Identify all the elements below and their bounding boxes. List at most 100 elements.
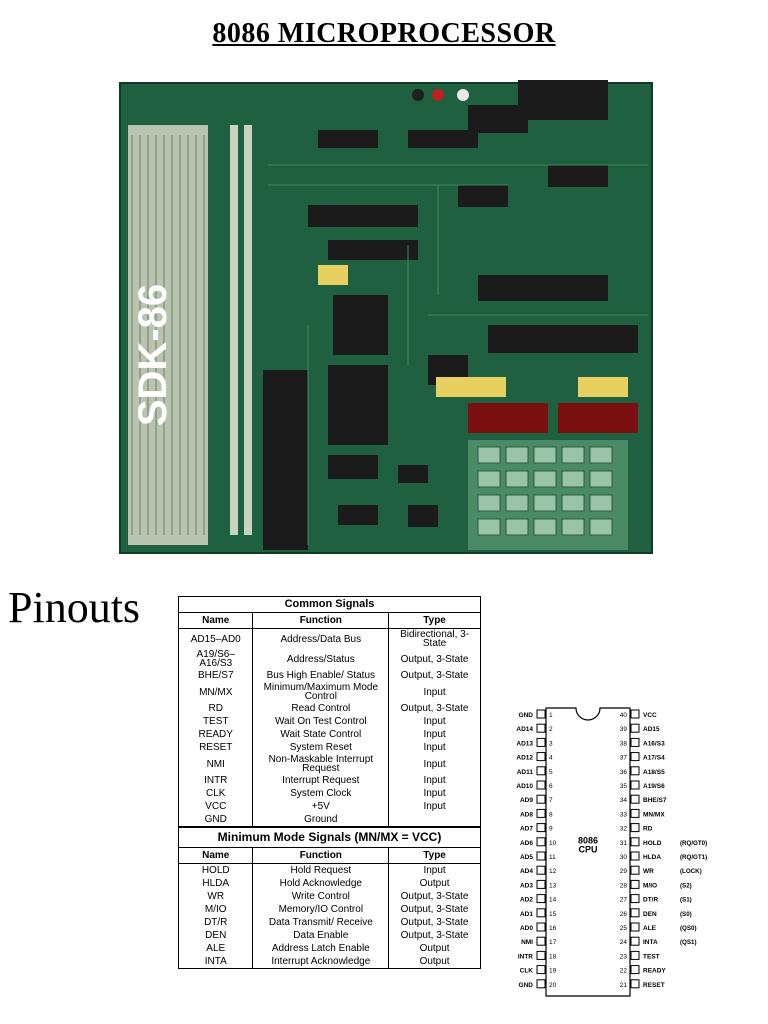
pin-label: HLDA — [643, 854, 661, 861]
pin-number: 17 — [549, 939, 557, 946]
signal-type-cell: Input — [388, 682, 481, 702]
signal-name-cell: BHE/S7 — [177, 669, 254, 682]
pin-label: AD10 — [516, 783, 533, 790]
signal-function-cell: Non-Maskable Interrupt Request — [252, 754, 390, 774]
pin-box — [536, 780, 546, 790]
signal-function-cell: Hold Acknowledge — [252, 877, 390, 890]
signal-name-cell: NMI — [177, 754, 254, 774]
pin-box — [630, 936, 640, 946]
signal-function-cell: Read Control — [252, 702, 390, 715]
signal-name-cell: M/IO — [177, 903, 254, 916]
pin-box — [536, 723, 546, 733]
pin-box — [630, 894, 640, 904]
signal-name-cell: GND — [177, 813, 254, 828]
signal-name-cell: INTA — [177, 955, 254, 969]
signal-function-cell: Data Enable — [252, 929, 390, 942]
signal-type-cell: Input — [388, 715, 481, 728]
signal-function-cell: Ground — [252, 813, 390, 828]
pin-box — [536, 851, 546, 861]
pin-label: NMI — [521, 939, 533, 946]
signal-name-cell: CLK — [177, 787, 254, 800]
signal-type-cell: Output — [388, 942, 481, 955]
pin-box — [630, 865, 640, 875]
signal-name-cell: TEST — [177, 715, 254, 728]
pin-label: MN/MX — [643, 811, 665, 818]
pin-label: AD12 — [516, 755, 533, 762]
pin-box — [630, 965, 640, 975]
pin-box — [630, 823, 640, 833]
pin-label: TEST — [643, 953, 660, 960]
signal-function-cell: Minimum/Maximum Mode Control — [252, 682, 390, 702]
signal-type-cell: Input — [388, 774, 481, 787]
pin-box — [536, 752, 546, 762]
pin-number: 22 — [620, 968, 628, 975]
signal-function-cell: Hold Request — [252, 863, 390, 877]
pin-box — [630, 879, 640, 889]
pin-label: AD13 — [516, 740, 533, 747]
signal-function-cell: Wait On Test Control — [252, 715, 390, 728]
pin-label: BHE/S7 — [643, 797, 667, 804]
pin-label: AD3 — [520, 882, 533, 889]
signal-type-cell: Bidirectional, 3-State — [388, 628, 481, 649]
pin-label: AD0 — [520, 925, 533, 932]
col-header-name: Name — [177, 847, 254, 864]
pin-number: 6 — [549, 783, 553, 790]
pin-label: AD15 — [643, 726, 660, 733]
pin-number: 29 — [620, 868, 628, 875]
col-header-name: Name — [177, 612, 254, 629]
pin-number: 10 — [549, 840, 557, 847]
pin-number: 33 — [620, 811, 628, 818]
pin-box — [536, 979, 546, 989]
pin-number: 28 — [620, 882, 628, 889]
signal-function-cell: Address Latch Enable — [252, 942, 390, 955]
signal-name-cell: WR — [177, 890, 254, 903]
pin-number: 32 — [620, 826, 628, 833]
signal-function-cell: Interrupt Acknowledge — [252, 955, 390, 969]
pin-label: M/IO — [643, 882, 657, 889]
pin-alt-label: (QS0) — [680, 925, 697, 932]
col-header-type: Type — [388, 612, 481, 629]
pin-box — [630, 808, 640, 818]
signal-name-cell: RD — [177, 702, 254, 715]
pin-number: 26 — [620, 911, 628, 918]
signal-name-cell: HLDA — [177, 877, 254, 890]
pin-box — [630, 794, 640, 804]
signal-function-cell: Write Control — [252, 890, 390, 903]
pin-label: AD8 — [520, 811, 533, 818]
pin-number: 13 — [549, 882, 557, 889]
pin-box — [536, 865, 546, 875]
pin-box — [536, 794, 546, 804]
pin-number: 21 — [620, 982, 628, 989]
pin-label: INTR — [518, 953, 533, 960]
pin-number: 25 — [620, 925, 628, 932]
signal-name-cell: READY — [177, 728, 254, 741]
pin-number: 30 — [620, 854, 628, 861]
signal-type-cell: Output, 3-State — [388, 649, 481, 669]
pin-number: 12 — [549, 868, 557, 875]
signal-type-cell: Input — [388, 741, 481, 754]
pin-box — [536, 766, 546, 776]
pin-number: 34 — [620, 797, 628, 804]
signal-name-cell: HOLD — [177, 863, 254, 877]
col-header-type: Type — [388, 847, 481, 864]
pin-number: 7 — [549, 797, 553, 804]
signal-name-cell: DT/R — [177, 916, 254, 929]
min-mode-caption: Minimum Mode Signals (MN/MX = VCC) — [178, 826, 481, 848]
pin-box — [630, 780, 640, 790]
signal-function-cell: Address/Data Bus — [252, 628, 390, 649]
common-signals-caption: Common Signals — [178, 596, 481, 613]
pin-box — [630, 950, 640, 960]
pin-box — [630, 908, 640, 918]
pin-number: 9 — [549, 826, 553, 833]
pin-label: A17/S4 — [643, 755, 665, 762]
